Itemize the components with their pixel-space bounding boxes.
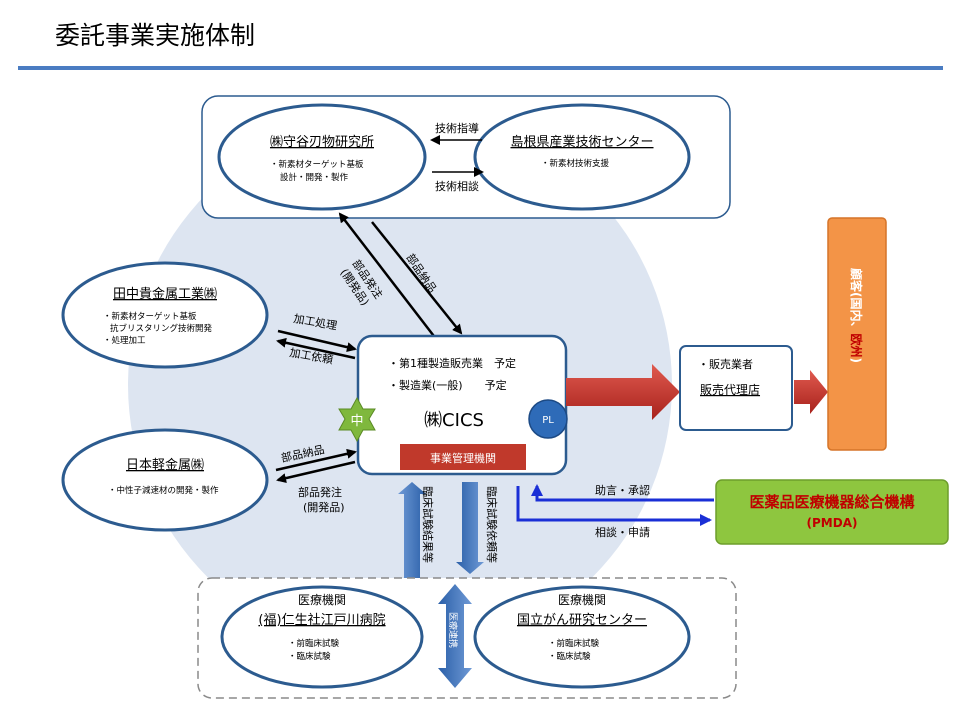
pmda-node: 医薬品医療機器総合機構 (PMDA)	[715, 479, 949, 545]
tanaka-node: 田中貴金属工業㈱ ・新素材ターゲット基板 抗ブリスタリング技術開発 ・処理加工	[61, 261, 269, 369]
dealer-name: 販売代理店	[700, 382, 760, 397]
arrow-medical-coop	[438, 584, 472, 688]
mgmt-label: 事業管理機関	[430, 451, 496, 465]
edogawa-line-1: ・前臨床試験	[288, 638, 340, 649]
label-trial-request: 臨床試験依頼等	[485, 486, 499, 563]
pmda-sub: (PMDA)	[807, 516, 858, 530]
arrow-trial-results	[398, 482, 426, 580]
cics-node: ・第1種製造販売業 予定 ・製造業(一般) 予定 ㈱CICS 事業管理機関	[356, 334, 568, 476]
arrow-parts-order-top	[338, 212, 441, 345]
arrow-parts-order-nikkei	[276, 460, 356, 484]
shimane-node: 島根県産業技術センター ・新素材技術支援	[473, 103, 691, 211]
moriya-node: ㈱守谷刃物研究所 ・新素材ターゲット基板 設計・開発・製作	[217, 103, 427, 211]
ncc-node: 医療機関 国立がん研究センター ・前臨床試験 ・臨床試験	[473, 585, 691, 689]
label-tech-guidance: 技術指導	[435, 121, 479, 135]
label-trial-results: 臨床試験結果等	[421, 486, 435, 563]
customer-highlight: 欧州	[849, 334, 864, 358]
star-badge: 中	[338, 396, 376, 443]
svg-text:顧客(国内、欧州): 顧客(国内、欧州)	[849, 268, 864, 363]
cics-name: ㈱CICS	[424, 410, 484, 431]
arrow-consult	[516, 486, 712, 526]
customer-node: 顧客(国内、欧州)	[827, 217, 887, 451]
label-parts-order-nikkei: 部品発注	[298, 485, 342, 499]
arrow-processing	[277, 329, 357, 353]
page-title: 委託事業実施体制	[55, 21, 255, 50]
customer-suffix: )	[849, 358, 863, 363]
cics-line-2: ・製造業(一般) 予定	[388, 378, 507, 392]
label-parts-order-nikkei-sub: (開発品)	[303, 500, 345, 514]
dealer-node: ・販売業者 販売代理店	[679, 345, 793, 431]
tanaka-line-2: 抗ブリスタリング技術開発	[110, 323, 213, 334]
arrow-parts-delivery-top	[371, 221, 463, 335]
title-underline	[18, 66, 943, 70]
moriya-line-1: ・新素材ターゲット基板	[270, 159, 364, 170]
nikkei-name: 日本軽金属㈱	[126, 457, 204, 473]
shimane-name: 島根県産業技術センター	[510, 134, 653, 150]
edogawa-line-2: ・臨床試験	[288, 651, 331, 662]
arrow-processing-request	[276, 337, 356, 360]
ncc-line-1: ・前臨床試験	[548, 638, 600, 649]
nikkei-line-1: ・中性子減速材の開発・製作	[108, 485, 219, 496]
label-consult: 相談・申請	[595, 525, 650, 539]
shimane-line-1: ・新素材技術支援	[541, 158, 610, 169]
tanaka-line-1: ・新素材ターゲット基板	[103, 311, 197, 322]
arrow-trial-request	[456, 482, 484, 574]
mgmt-label-box	[400, 444, 526, 470]
label-tech-consult: 技術相談	[435, 179, 479, 193]
arrow-advice	[531, 484, 714, 502]
pl-badge-text: PL	[542, 415, 554, 426]
cics-line-1: ・第1種製造販売業 予定	[388, 356, 516, 370]
ncc-name: 国立がん研究センター	[517, 613, 647, 628]
tanaka-line-3: ・処理加工	[103, 335, 146, 346]
red-arrow-to-dealer	[566, 364, 680, 420]
label-advice: 助言・承認	[595, 483, 650, 497]
edogawa-name: (福)仁生社江戸川病院	[258, 612, 385, 628]
dealer-line-1: ・販売業者	[698, 358, 753, 371]
customer-prefix: 顧客(国内、	[849, 268, 864, 334]
red-arrow-to-customer	[794, 370, 828, 414]
edogawa-node: 医療機関 (福)仁生社江戸川病院 ・前臨床試験 ・臨床試験	[220, 585, 424, 689]
nikkei-node: 日本軽金属㈱ ・中性子減速材の開発・製作	[61, 428, 269, 532]
moriya-name: ㈱守谷刃物研究所	[270, 135, 374, 150]
moriya-line-2: 設計・開発・製作	[280, 172, 349, 183]
ncc-tag: 医療機関	[558, 592, 606, 607]
edogawa-tag: 医療機関	[298, 592, 346, 607]
tanaka-name: 田中貴金属工業㈱	[113, 286, 217, 302]
arrow-parts-delivery-nikkei	[275, 448, 357, 472]
label-medical-coop: 医療連携	[447, 612, 459, 648]
pl-badge: PL	[528, 399, 568, 439]
star-badge-text: 中	[350, 414, 363, 429]
pmda-name: 医薬品医療機器総合機構	[749, 493, 914, 511]
ncc-line-2: ・臨床試験	[548, 651, 591, 662]
